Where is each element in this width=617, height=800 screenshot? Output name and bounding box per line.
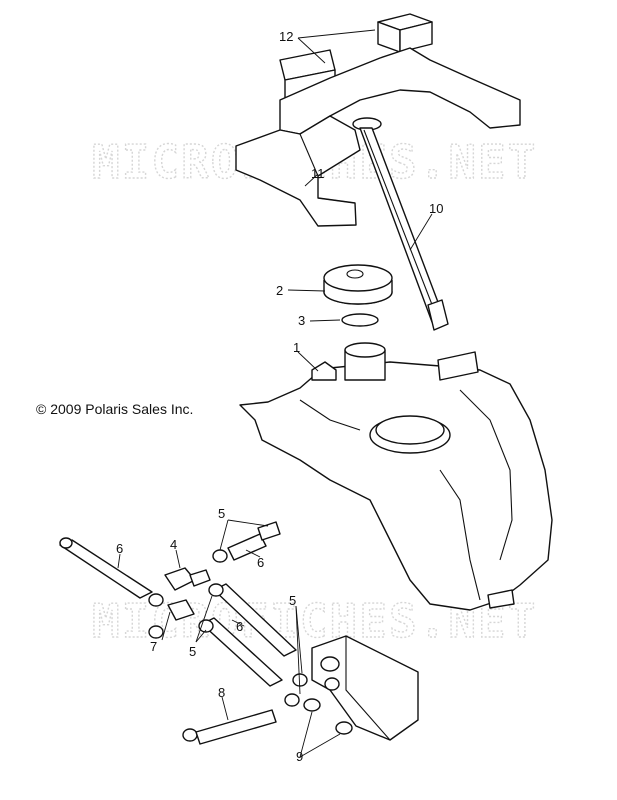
callout-6-left: 6 bbox=[116, 541, 123, 556]
callout-8: 8 bbox=[218, 685, 225, 700]
callout-7: 7 bbox=[150, 639, 157, 654]
o-ring bbox=[341, 313, 379, 327]
callout-9: 9 bbox=[296, 749, 303, 764]
leader-lines bbox=[117, 29, 433, 758]
callout-4: 4 bbox=[170, 537, 177, 552]
callout-1: 1 bbox=[293, 340, 300, 355]
callout-5-top: 5 bbox=[218, 506, 225, 521]
fitting bbox=[167, 599, 195, 621]
nuts bbox=[303, 698, 353, 735]
hose-middle bbox=[201, 583, 297, 687]
callout-12: 12 bbox=[279, 29, 293, 44]
callout-3: 3 bbox=[298, 313, 305, 328]
callout-10: 10 bbox=[429, 201, 443, 216]
hose-top-right bbox=[227, 521, 281, 561]
copyright-notice: © 2009 Polaris Sales Inc. bbox=[36, 401, 194, 417]
fuel-filter bbox=[164, 567, 211, 591]
fuel-tank bbox=[239, 342, 553, 611]
callout-5-middle: 5 bbox=[189, 644, 196, 659]
callout-6-middle: 6 bbox=[236, 619, 243, 634]
fuel-sender bbox=[352, 117, 449, 331]
hose-lower bbox=[195, 709, 277, 745]
callout-11: 11 bbox=[311, 166, 325, 181]
hose-left bbox=[59, 537, 153, 599]
callout-5-right: 5 bbox=[289, 593, 296, 608]
callout-numbers: 12 11 10 2 3 1 5 6 4 6 7 5 6 5 8 9 bbox=[116, 29, 443, 764]
hose-clamps bbox=[148, 549, 308, 742]
callout-2: 2 bbox=[276, 283, 283, 298]
fuel-cap bbox=[323, 264, 393, 305]
fuel-pump bbox=[311, 635, 419, 741]
callout-6-right: 6 bbox=[257, 555, 264, 570]
seat-bracket-pads bbox=[235, 13, 521, 227]
